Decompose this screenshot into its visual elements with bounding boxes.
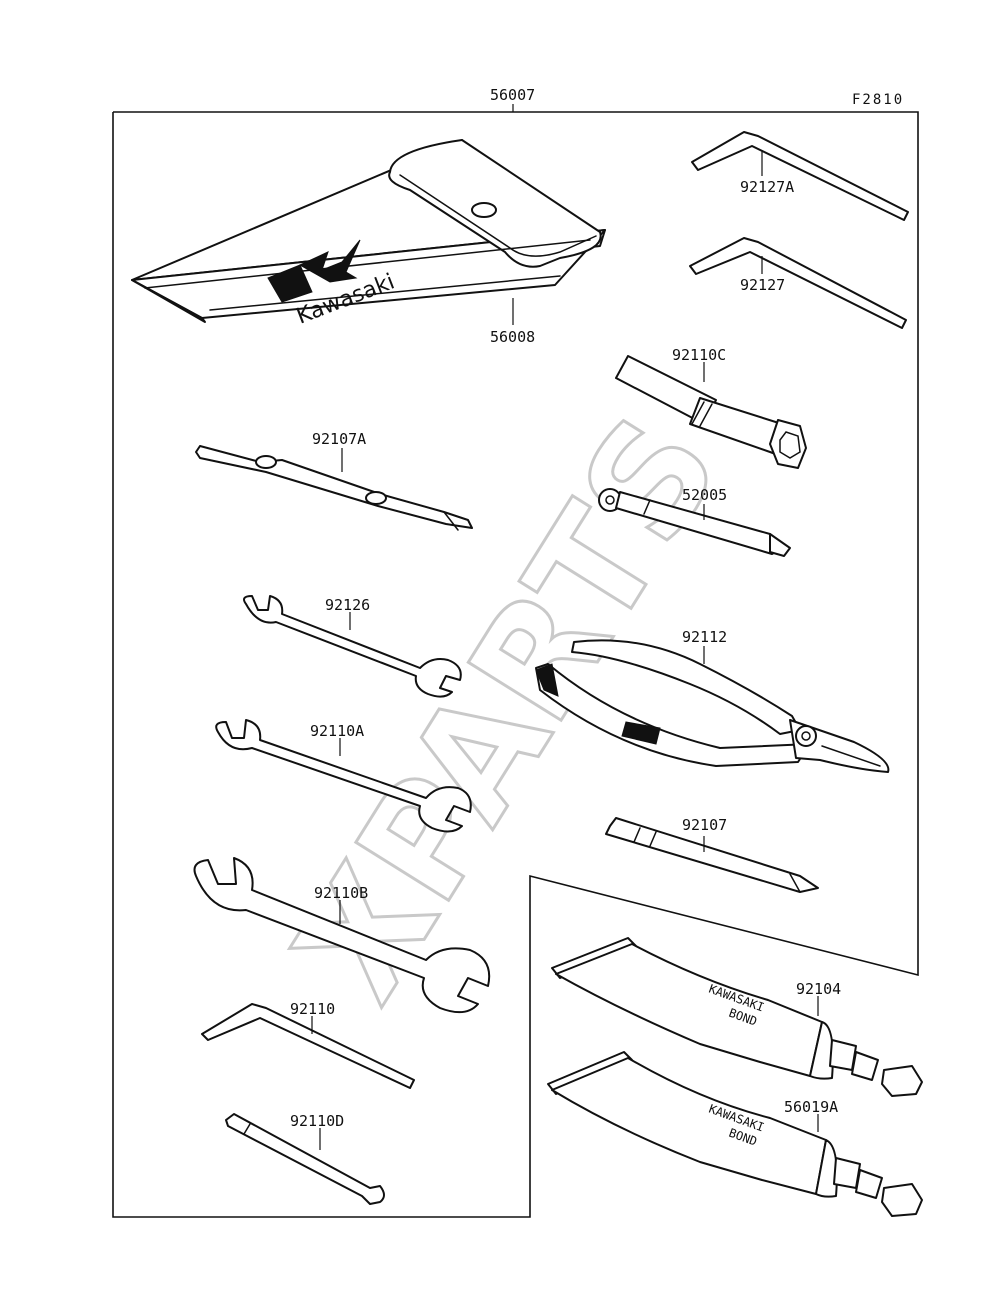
part-number-plug-wrench[interactable]: 92110C — [672, 346, 726, 364]
bond-tube-56019a[interactable]: KAWASAKI BOND — [547, 1051, 923, 1217]
snap-button-icon — [471, 202, 497, 218]
part-number-wrench-a[interactable]: 92126 — [325, 596, 370, 614]
handle-52005[interactable] — [598, 488, 791, 557]
part-number-wrench-b[interactable]: 92110A — [310, 722, 364, 740]
part-number-bond-tube-a[interactable]: 92104 — [796, 980, 841, 998]
figure-code: F2810 — [852, 92, 904, 108]
screwdriver-92107[interactable] — [605, 817, 819, 893]
tool-case-pouch[interactable]: Kawasaki — [131, 139, 606, 330]
part-number-screwdriver-a[interactable]: 92107A — [312, 430, 366, 448]
spoke-wrench-92110d[interactable] — [225, 1113, 385, 1205]
part-number-hex-wrench-a[interactable]: 92127A — [740, 178, 794, 196]
part-number-case[interactable]: 56008 — [490, 328, 535, 346]
open-wrench-92110a[interactable] — [215, 719, 472, 833]
part-number-kit[interactable]: 56007 — [490, 86, 535, 104]
part-number-bond-tube-b[interactable]: 56019A — [784, 1098, 838, 1116]
part-number-hex-wrench-c[interactable]: 92110 — [290, 1000, 335, 1018]
kit-frame — [112, 104, 919, 1218]
part-number-handle[interactable]: 52005 — [682, 486, 727, 504]
pliers-92112[interactable] — [535, 639, 890, 773]
part-number-hex-wrench-b[interactable]: 92127 — [740, 276, 785, 294]
hex-wrench-92110[interactable] — [201, 1003, 415, 1089]
plug-wrench-92110c[interactable] — [615, 355, 807, 469]
screwdriver-92107a[interactable] — [195, 445, 473, 531]
part-number-spoke-wrench[interactable]: 92110D — [290, 1112, 344, 1130]
hex-wrench-92127[interactable] — [689, 237, 907, 329]
part-number-pliers[interactable]: 92112 — [682, 628, 727, 646]
part-number-screwdriver[interactable]: 92107 — [682, 816, 727, 834]
hex-wrench-92127a[interactable] — [691, 131, 909, 221]
open-wrench-92126[interactable] — [243, 595, 462, 698]
part-number-wrench-c[interactable]: 92110B — [314, 884, 368, 902]
open-wrench-92110b[interactable] — [193, 857, 491, 1014]
